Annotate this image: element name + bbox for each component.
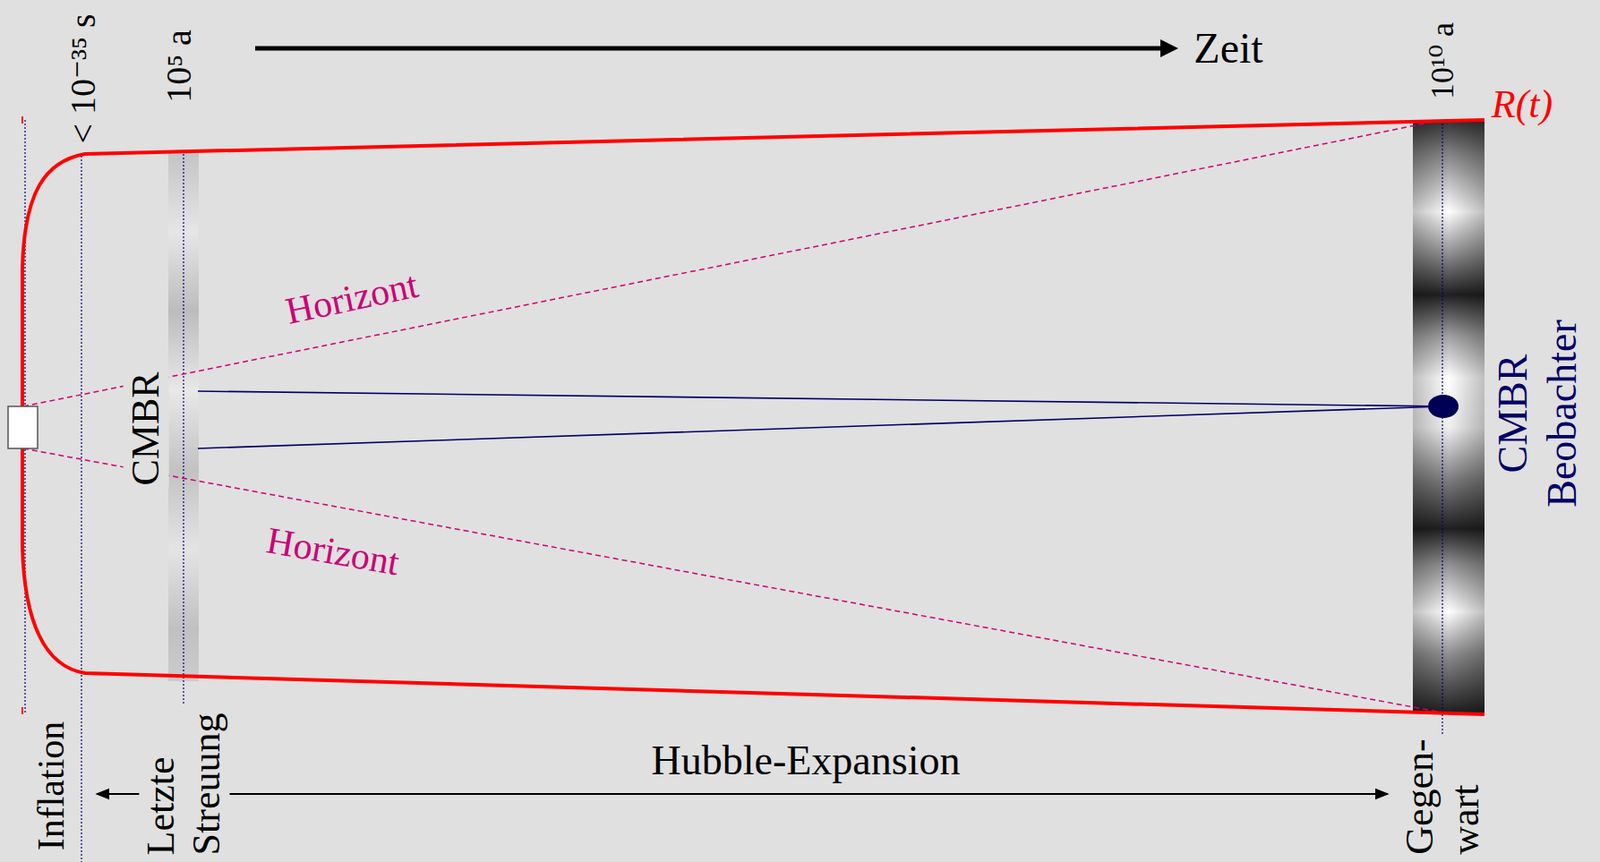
observer-label: Beobachter	[1539, 319, 1587, 507]
sight-lines	[197, 391, 1444, 449]
tick-mark	[21, 707, 24, 715]
cmbr-band-today	[1412, 119, 1485, 713]
time-label-holder: 10⁵ a	[158, 29, 200, 103]
axis-label: Zeit	[1193, 23, 1263, 73]
sight-line	[197, 391, 1444, 407]
horizon-label-holder: Horizont	[263, 518, 403, 584]
horizon-label-holder: Horizont	[282, 263, 422, 334]
epoch-label: Hubble-Expansion	[651, 737, 961, 786]
epoch-label: Inflation	[29, 721, 73, 852]
cmbr-band-shade	[1412, 119, 1485, 713]
epoch-label-holder: Hubble-Expansion	[651, 737, 961, 786]
initial-patch	[8, 406, 38, 449]
curve-label: R(t)	[1491, 82, 1553, 129]
observer-dot	[1428, 394, 1459, 419]
time-arrow	[255, 46, 1164, 52]
curve-label-holder: R(t)	[1491, 82, 1553, 129]
time-label-holder: 10¹⁰ a	[1424, 22, 1462, 100]
horizon-label: Horizont	[263, 518, 403, 584]
horizon-lines	[23, 119, 1443, 713]
band-label: CMBR	[1489, 354, 1538, 474]
time-markers	[25, 119, 1443, 862]
observer-label-holder: Beobachter	[1539, 319, 1587, 507]
horizon-line	[23, 119, 1443, 407]
epoch-label: Gegen- wart	[1397, 738, 1489, 856]
sight-line	[197, 406, 1444, 449]
epoch-label-holder: Gegen- wart	[1397, 738, 1489, 856]
horizon-label: Horizont	[282, 263, 422, 334]
tick-mark	[21, 116, 24, 124]
time-marker	[80, 155, 82, 862]
time-label: < 10⁻³⁵ s	[62, 13, 104, 144]
time-label: 10⁵ a	[158, 29, 200, 103]
horizon-line	[23, 448, 1443, 713]
time-marker	[1441, 119, 1443, 735]
band-label-holder: CMBR	[1489, 354, 1538, 474]
time-label-holder: < 10⁻³⁵ s	[62, 13, 104, 144]
epoch-label-holder: Inflation	[29, 721, 73, 852]
scale-factor-curve	[22, 119, 1485, 715]
epoch-label: Letzte Streuung	[138, 711, 230, 858]
time-marker	[182, 154, 184, 704]
band-label-holder: CMBR	[123, 369, 170, 488]
span-arrow	[96, 793, 1388, 796]
epoch-label-holder: Letzte Streuung	[138, 711, 230, 858]
band-label: CMBR	[123, 369, 170, 488]
axis-label-holder: Zeit	[1193, 23, 1263, 73]
time-label: 10¹⁰ a	[1424, 22, 1462, 100]
